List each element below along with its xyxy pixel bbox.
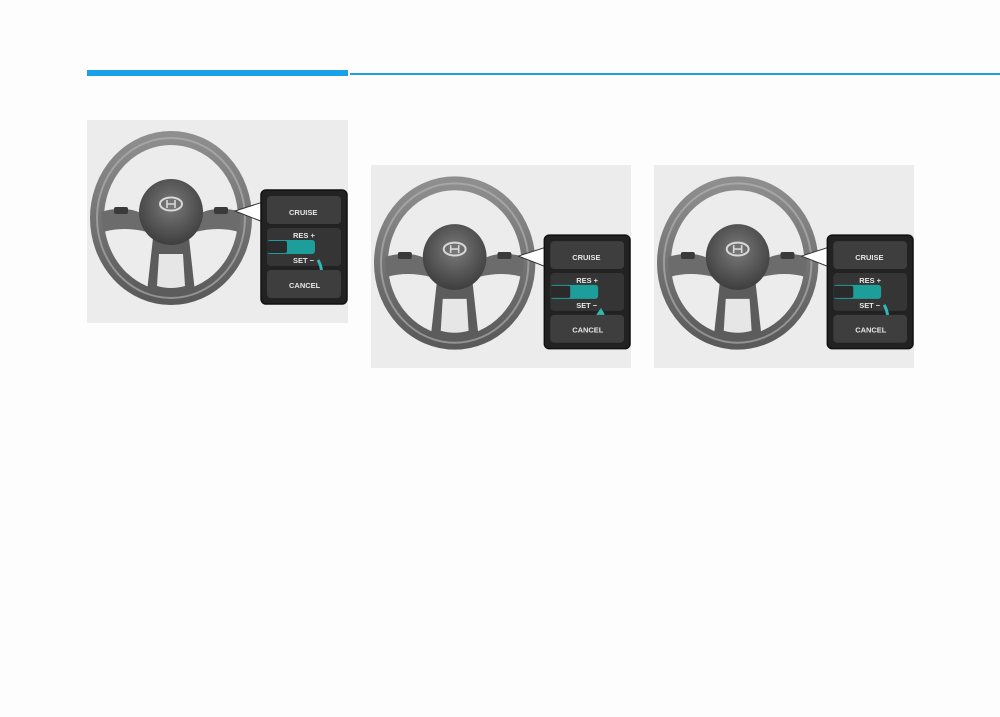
steering-wheel: [373, 176, 536, 350]
section-header-bar-thin: [350, 73, 1000, 75]
cruise-control-switch-inset: CRUISE RES + SET − CANCEL: [826, 234, 914, 350]
cruise-control-switch-inset: CRUISE RES + SET − CANCEL: [260, 189, 348, 305]
set-label: SET −: [859, 301, 881, 310]
steering-wheel: [90, 131, 252, 305]
cruise-label: CRUISE: [855, 253, 883, 262]
cruise-label: CRUISE: [289, 208, 317, 217]
cancel-label: CANCEL: [289, 281, 321, 290]
cruise-label: CRUISE: [572, 253, 600, 262]
steering-wheel: [656, 176, 819, 350]
steering-wheel-figure-1: CRUISE RES + SET − CANCEL: [87, 120, 348, 323]
cruise-control-switch-inset: CRUISE RES + SET − CANCEL: [543, 234, 631, 350]
set-label: SET −: [576, 301, 598, 310]
section-header-bar-thick: [87, 70, 348, 76]
res-label: RES +: [576, 276, 598, 285]
steering-wheel-figure-2: CRUISE RES + SET − CANCEL: [371, 165, 631, 368]
cancel-label: CANCEL: [572, 326, 604, 335]
set-label: SET −: [293, 256, 315, 265]
cancel-label: CANCEL: [855, 326, 887, 335]
steering-wheel-figure-3: CRUISE RES + SET − CANCEL: [654, 165, 914, 368]
res-label: RES +: [293, 231, 316, 240]
res-label: RES +: [859, 276, 881, 285]
